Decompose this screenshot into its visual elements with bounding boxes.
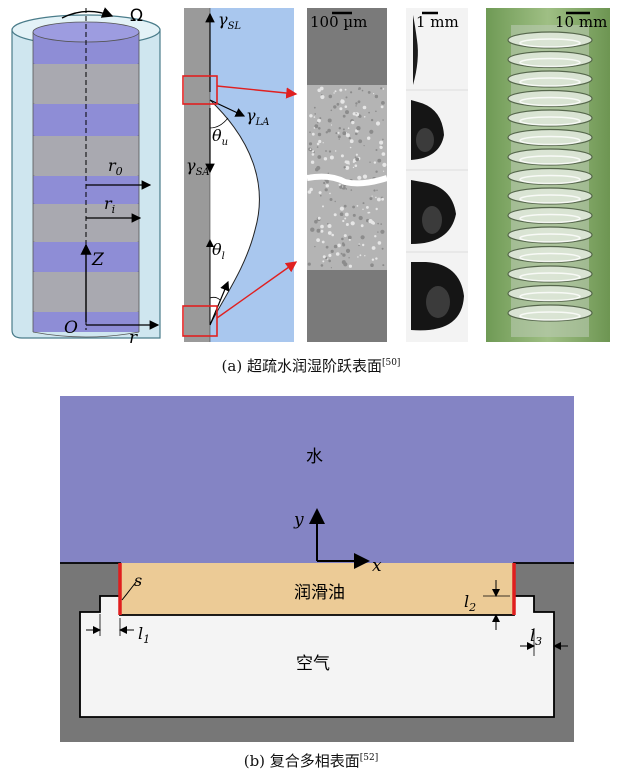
air-region bbox=[80, 596, 554, 717]
theta-u-label: θu bbox=[212, 126, 229, 149]
caption-b: (b) 复合多相表面[52] bbox=[243, 752, 379, 770]
multiphase-schematic bbox=[60, 396, 574, 742]
meniscus bbox=[209, 99, 260, 326]
caption-a: (a) 超疏水润湿阶跃表面[50] bbox=[221, 357, 401, 375]
l3-label: l3 bbox=[530, 626, 543, 649]
interface-schematic bbox=[182, 8, 298, 342]
cylinder-schematic bbox=[11, 7, 161, 339]
air-label: 空气 bbox=[296, 654, 330, 674]
oil-region bbox=[120, 563, 514, 615]
l1-label: l1 bbox=[138, 624, 151, 647]
rotation-arrow bbox=[61, 7, 114, 19]
water-label: 水 bbox=[306, 447, 323, 467]
gamma-sa-label: γSA bbox=[186, 156, 210, 179]
gamma-la-label: γLA bbox=[246, 106, 270, 129]
micro-scale-label: 100 µm bbox=[310, 13, 368, 31]
theta-l-label: θl bbox=[212, 240, 225, 263]
lower-tension-arrow bbox=[209, 280, 230, 326]
drop-scale-label: 1 mm bbox=[416, 13, 459, 31]
column-scale-label: 10 mm bbox=[555, 13, 608, 31]
droplet-photos bbox=[406, 8, 468, 342]
gamma-sl-label: γSL bbox=[218, 10, 242, 33]
r-label: r bbox=[129, 328, 138, 348]
origin-label: O bbox=[64, 318, 78, 338]
s-label: s bbox=[134, 571, 143, 590]
oil-label: 润滑油 bbox=[294, 583, 345, 603]
z-label: Z bbox=[92, 250, 104, 270]
solid-wall bbox=[184, 8, 210, 342]
upper-zoom-box bbox=[182, 75, 218, 105]
x-axis-label: x bbox=[372, 556, 382, 576]
y-axis-label: y bbox=[294, 510, 304, 530]
micrograph-photo bbox=[306, 8, 388, 342]
air-cavity bbox=[210, 100, 260, 325]
r0-label: r0 bbox=[108, 156, 123, 179]
lower-zoom-arrow bbox=[216, 261, 298, 319]
gamma-la-arrow bbox=[209, 99, 246, 117]
upper-zoom-arrow bbox=[216, 85, 298, 99]
ri-label: ri bbox=[104, 194, 116, 217]
water-column-photo bbox=[486, 8, 610, 342]
lower-zoom-box bbox=[182, 305, 218, 337]
l2-label: l2 bbox=[464, 592, 477, 615]
omega-label: Ω bbox=[130, 6, 143, 26]
